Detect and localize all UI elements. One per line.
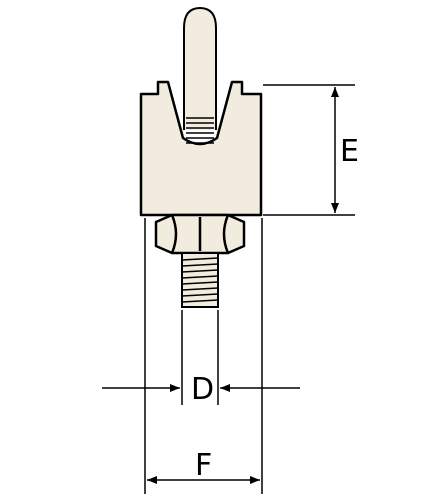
dimension-e (263, 84, 355, 216)
lower-thread (181, 257, 219, 303)
hex-nut (154, 213, 246, 255)
dimension-label-f: F (195, 448, 212, 483)
upper-thread (186, 117, 214, 144)
dimension-label-e: E (340, 134, 359, 169)
threaded-stud (181, 252, 219, 308)
dimension-label-d: D (191, 372, 214, 407)
dimension-d (102, 310, 300, 405)
dimension-f (144, 218, 263, 494)
u-bolt (183, 6, 217, 130)
